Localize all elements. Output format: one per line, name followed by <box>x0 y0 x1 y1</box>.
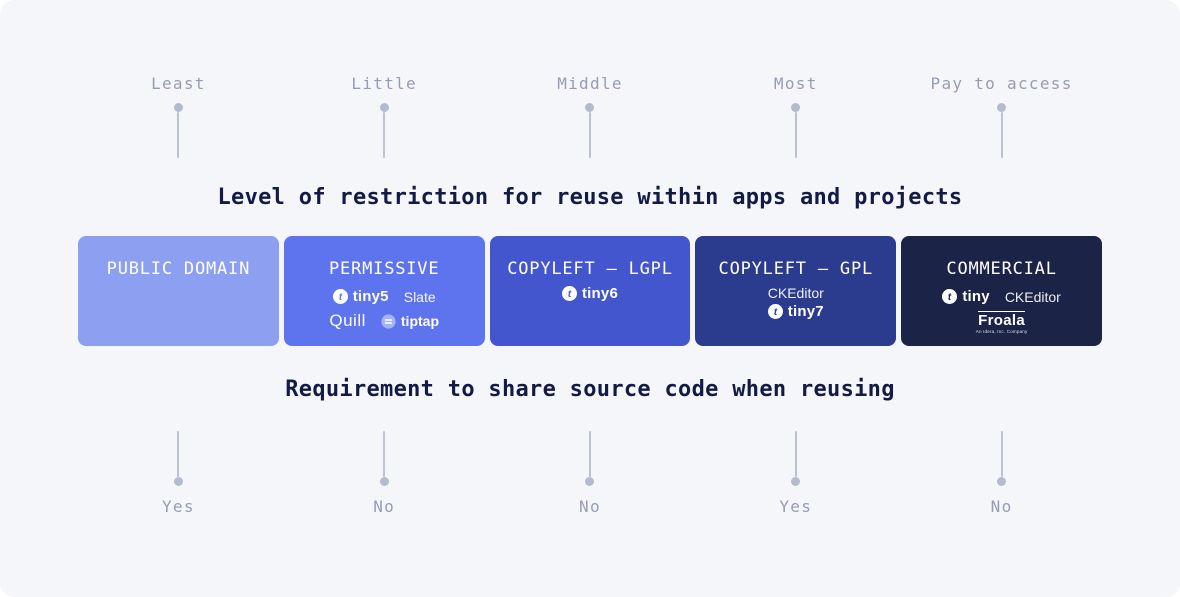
pin-dot <box>997 477 1007 486</box>
restriction-axis: Least Little Middle Most Pay to access <box>0 74 1180 158</box>
pin-line <box>1000 431 1003 477</box>
tiny-logo-icon: t <box>767 304 783 319</box>
restriction-axis-item: Least <box>78 74 279 158</box>
pin-dot <box>791 477 801 486</box>
share-axis-item: No <box>901 431 1102 516</box>
froala-caption: An Idera, Inc. Company <box>975 328 1028 334</box>
logo-row: t tiny6 <box>561 285 618 302</box>
svg-text:t: t <box>948 292 952 303</box>
ckeditor-logo: CKEditor <box>1004 288 1061 305</box>
tiny-label: tiny <box>962 288 990 305</box>
axis-label: Yes <box>161 497 195 516</box>
axis-label: No <box>373 497 396 516</box>
pin-dot <box>997 103 1007 112</box>
pin-dot <box>791 103 801 112</box>
tiny6-label: tiny6 <box>581 285 618 302</box>
froala-label: Froala <box>978 311 1025 329</box>
license-cards: PUBLIC DOMAIN PERMISSIVE t tiny5 Slate Q… <box>0 236 1180 346</box>
card-copyleft-gpl: COPYLEFT — GPL CKEditor t tiny7 <box>695 236 897 346</box>
card-title: COMMERCIAL <box>946 259 1057 279</box>
pin-line <box>1000 112 1003 158</box>
pin-line <box>383 431 386 477</box>
pin-marker <box>791 103 801 158</box>
axis-label: No <box>990 497 1013 516</box>
pin-marker <box>997 103 1007 158</box>
tiptap-logo: tiptap <box>381 313 439 329</box>
axis-label: Least <box>151 74 206 93</box>
tiny7-logo: t tiny7 <box>767 303 824 320</box>
card-title: PERMISSIVE <box>329 259 440 279</box>
share-axis-item: No <box>490 431 691 516</box>
tiny6-logo: t tiny6 <box>561 285 618 302</box>
pin-marker <box>173 431 183 486</box>
pin-line <box>588 431 591 477</box>
restriction-axis-item: Pay to access <box>901 74 1102 158</box>
axis-label: No <box>579 497 601 516</box>
tiny7-label: tiny7 <box>787 303 824 320</box>
tiny-logo-icon: t <box>942 289 958 304</box>
share-axis-item: Yes <box>78 431 279 516</box>
card-public-domain: PUBLIC DOMAIN <box>78 236 279 346</box>
axis-label: Yes <box>779 497 813 516</box>
logo-row: Quill tiptap <box>329 311 439 331</box>
tiptap-label: tiptap <box>400 313 439 329</box>
share-axis-item: No <box>284 431 485 516</box>
pin-marker <box>173 103 183 158</box>
pin-marker <box>585 103 595 158</box>
card-title: COPYLEFT — GPL <box>718 259 874 279</box>
restriction-axis-item: Little <box>284 74 485 158</box>
card-commercial: COMMERCIAL t tiny CKEditor Froala An Ide… <box>901 236 1102 346</box>
pin-dot <box>379 477 389 486</box>
svg-text:t: t <box>774 307 778 318</box>
logo-row: Froala An Idera, Inc. Company <box>976 311 1028 334</box>
tiptap-logo-icon <box>381 313 396 329</box>
pin-marker <box>585 431 595 486</box>
tiny5-logo: t tiny5 <box>332 288 389 305</box>
pin-dot <box>585 103 595 112</box>
pin-line <box>177 431 180 477</box>
tiny-logo-icon: t <box>332 289 348 304</box>
axis-label: Most <box>773 74 818 93</box>
card-copyleft-lgpl: COPYLEFT — LGPL t tiny6 <box>489 236 691 346</box>
tiny-logo: t tiny <box>942 288 990 305</box>
pin-line <box>794 112 797 158</box>
logo-row: t tiny CKEditor <box>942 288 1061 305</box>
share-axis-item: Yes <box>695 431 896 516</box>
ckeditor-logo: CKEditor <box>767 285 824 301</box>
tiny-logo-icon: t <box>561 286 577 301</box>
axis-label: Middle <box>557 74 623 93</box>
pin-line <box>177 112 180 158</box>
slate-logo: Slate <box>403 288 436 305</box>
pin-line <box>588 112 591 158</box>
svg-text:t: t <box>568 289 572 300</box>
pin-dot <box>379 103 389 112</box>
svg-text:t: t <box>339 292 343 303</box>
restriction-title: Level of restriction for reuse within ap… <box>217 185 963 210</box>
pin-marker <box>379 103 389 158</box>
restriction-axis-item: Most <box>695 74 896 158</box>
froala-logo: Froala An Idera, Inc. Company <box>976 311 1028 334</box>
pin-dot <box>585 477 595 486</box>
card-permissive: PERMISSIVE t tiny5 Slate Quill tiptap <box>283 236 485 346</box>
pin-line <box>794 431 797 477</box>
card-title: COPYLEFT — LGPL <box>507 259 673 279</box>
pin-marker <box>791 431 801 486</box>
logo-row: CKEditor <box>768 285 824 301</box>
pin-marker <box>997 431 1007 486</box>
logo-row: t tiny5 Slate <box>332 288 436 305</box>
axis-label: Little <box>351 74 417 93</box>
restriction-axis-item: Middle <box>490 74 691 158</box>
card-title: PUBLIC DOMAIN <box>106 259 251 279</box>
pin-dot <box>173 103 183 112</box>
quill-logo: Quill <box>329 311 366 330</box>
pin-marker <box>379 431 389 486</box>
pin-line <box>383 112 386 158</box>
tiny5-label: tiny5 <box>352 288 389 305</box>
share-title: Requirement to share source code when re… <box>285 377 895 402</box>
axis-label: Pay to access <box>930 74 1073 93</box>
pin-dot <box>173 477 183 486</box>
logo-row: t tiny7 <box>767 303 824 320</box>
share-axis: Yes No No Yes No <box>0 431 1180 516</box>
